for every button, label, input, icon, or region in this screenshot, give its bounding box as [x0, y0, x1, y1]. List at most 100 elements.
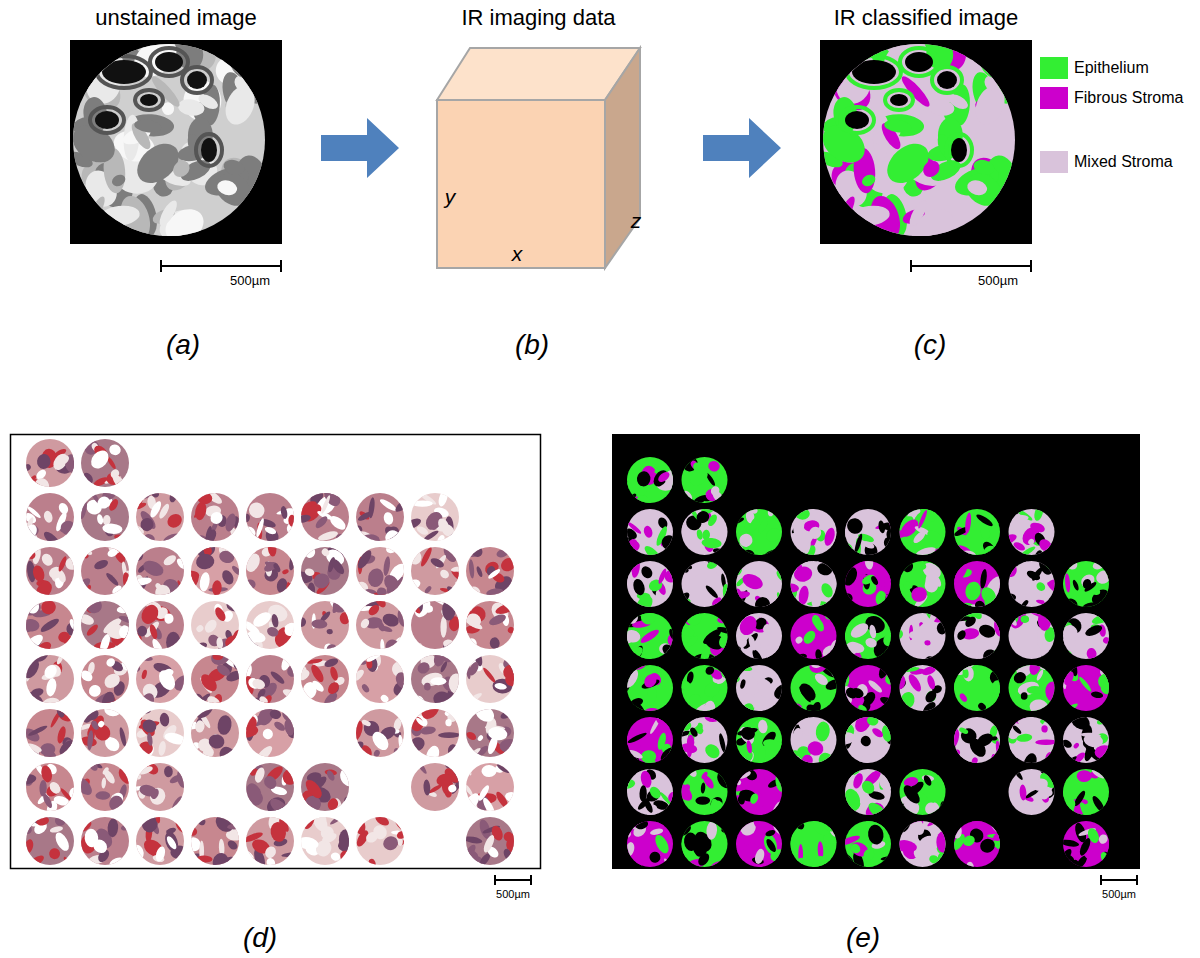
tissue-region	[242, 513, 251, 523]
class-region	[804, 541, 812, 555]
core-texture	[291, 545, 347, 597]
tissue-region	[420, 726, 437, 736]
core-texture	[243, 539, 302, 601]
class-region	[1034, 549, 1044, 560]
class-region	[734, 779, 741, 786]
class-region	[735, 664, 753, 672]
tissue-region	[140, 813, 160, 834]
tissue-region	[104, 702, 122, 716]
class-region	[814, 721, 831, 743]
core-texture	[297, 810, 360, 868]
core-texture	[839, 658, 901, 715]
tissue-region	[168, 488, 179, 504]
class-region	[730, 516, 745, 526]
core-texture	[676, 708, 727, 761]
tissue-region	[382, 556, 391, 576]
class-region	[946, 728, 961, 751]
tissue-region	[301, 811, 317, 831]
tissue-region	[111, 584, 124, 596]
class-region	[736, 613, 760, 638]
class-region	[934, 771, 954, 793]
tissue-core	[301, 655, 349, 703]
core-texture	[192, 596, 246, 656]
tissue-region	[132, 501, 147, 511]
tissue-region	[351, 524, 364, 537]
class-region	[956, 629, 968, 642]
tissue-region	[439, 522, 456, 539]
class-region	[878, 767, 896, 775]
class-region	[642, 797, 654, 814]
class-region	[627, 748, 644, 760]
class-region	[636, 471, 651, 487]
tissue-region	[42, 697, 60, 709]
tissue-region	[192, 641, 209, 655]
core-texture	[619, 559, 679, 615]
tissue-region	[41, 793, 53, 810]
class-region	[700, 782, 705, 794]
class-region	[815, 649, 823, 661]
class-region	[906, 672, 923, 693]
class-region	[686, 738, 693, 758]
tissue-region	[436, 534, 446, 545]
class-region	[826, 608, 845, 622]
class-region	[964, 580, 983, 602]
tissue-region	[304, 567, 315, 577]
core-texture	[465, 702, 520, 762]
class-region	[880, 581, 888, 588]
tissue-region	[251, 677, 266, 690]
class-region	[912, 529, 928, 545]
class-region	[702, 680, 723, 700]
tissue-region	[282, 621, 299, 639]
tissue-region	[42, 663, 59, 681]
class-region	[866, 715, 879, 727]
class-region	[627, 731, 648, 744]
tissue-region	[80, 551, 90, 560]
tissue-region	[110, 172, 127, 188]
class-region	[717, 615, 733, 624]
core-texture	[130, 599, 187, 658]
tissue-region	[295, 513, 312, 524]
tissue-region	[120, 648, 136, 672]
class-region	[626, 497, 633, 506]
class-region	[894, 674, 906, 690]
core-texture	[730, 664, 795, 725]
tissue-region	[237, 723, 259, 739]
tissue-region	[163, 731, 187, 747]
core-texture	[670, 554, 733, 611]
class-region	[958, 727, 969, 735]
tissue-region	[442, 599, 456, 620]
tissue-region	[33, 477, 51, 496]
core-texture	[892, 602, 954, 666]
tissue-region	[411, 595, 433, 620]
tissue-region	[353, 580, 369, 597]
class-region	[948, 647, 958, 657]
tissue-region	[198, 671, 220, 694]
class-region	[706, 559, 719, 570]
tissue-region	[149, 787, 160, 800]
tissue-region	[156, 667, 179, 692]
tissue-region	[193, 700, 215, 721]
core-texture	[301, 766, 357, 812]
class-region	[870, 575, 879, 586]
class-region	[775, 569, 788, 583]
tissue-region	[398, 734, 405, 752]
tissue-region	[437, 489, 449, 508]
class-region	[778, 769, 783, 779]
class-region	[828, 594, 843, 614]
tissue-region	[152, 582, 173, 603]
tissue-region	[326, 643, 337, 654]
tissue-region	[182, 570, 202, 594]
core-texture	[77, 594, 137, 654]
core-texture	[78, 702, 128, 754]
tissue-region	[99, 204, 141, 229]
class-region	[1007, 704, 1023, 720]
class-region	[1045, 681, 1062, 703]
tissue-region	[24, 523, 38, 540]
tissue-region	[430, 677, 446, 685]
tissue-region	[130, 710, 143, 722]
tissue-region	[216, 714, 233, 736]
core-texture	[1061, 709, 1115, 769]
tissue-region	[218, 549, 236, 565]
class-region	[763, 624, 772, 634]
class-region	[1062, 670, 1076, 687]
